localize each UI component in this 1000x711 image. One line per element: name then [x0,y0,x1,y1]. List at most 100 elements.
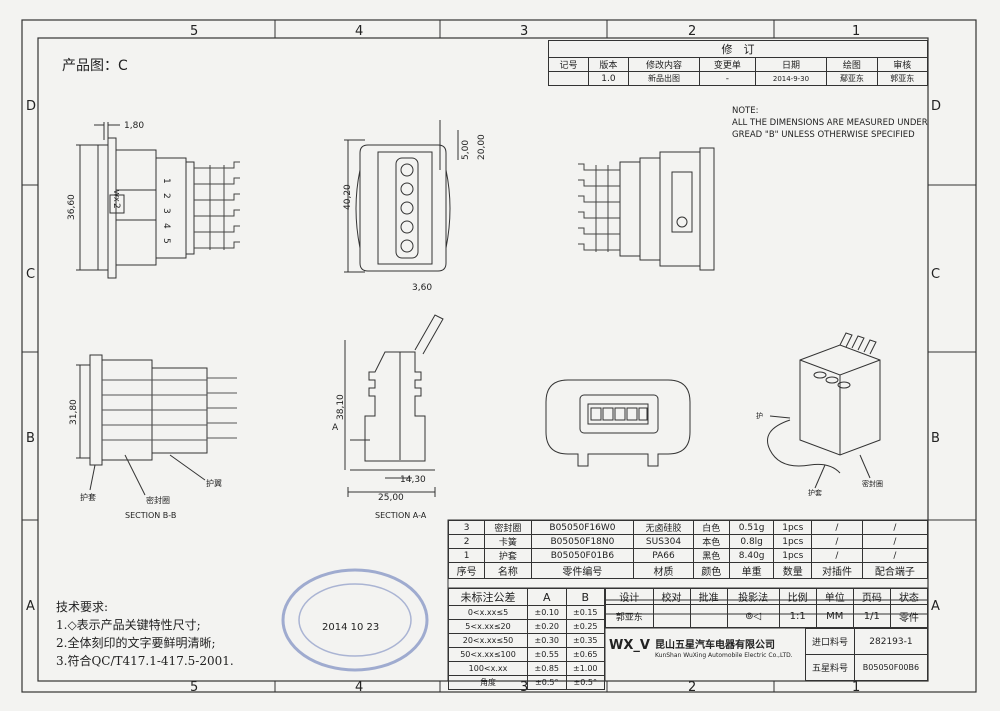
tol-range-2: 5<x.xx≤20 [447,619,529,634]
dim-36-60: 36,60 [67,194,77,220]
grid-left-d: D [26,99,36,114]
label-huyi-short: 护 [756,411,763,420]
tb-designer: 郭亚东 [605,604,654,628]
label-seal-iso: 密封圈 [862,479,883,488]
tb-h-scale: 比例 [778,588,817,605]
dim-20-00: 20,00 [477,134,487,160]
bom-1-mate: / [811,548,863,563]
rev-h-change: 变更单 [699,57,756,72]
bom-2-mate: / [811,534,863,549]
grid-bottom-5: 5 [190,680,198,695]
pin-1: 1 [161,178,171,184]
grid-right-a: A [931,599,940,614]
grid-left-c: C [26,267,35,282]
bom-header-row: 序号 名称 零件编号 材质 颜色 单重 数量 对插件 配合端子 [447,562,929,579]
outer-border [21,19,977,693]
bom-1-part: B05050F01B6 [530,548,635,563]
side-view-top [76,122,240,279]
company-name-cn: 昆山五星汽车电器有限公司 [655,640,775,651]
bom-3-part: B05050F16W0 [530,520,635,535]
pin-3: 3 [161,208,171,214]
grid-ticks [22,20,976,692]
company-logo: WX_V [609,638,650,653]
req-item-2: 2.全体刻印的文字要鲜明清晰; [56,636,216,650]
technical-requirements: 技术要求: 1.◇表示产品关键特性尺寸; 2.全体刻印的文字要鲜明清晰; 3.符… [56,598,234,670]
bom-1-terminal: / [861,548,929,563]
dim-14-30: 14,30 [400,475,426,485]
grid-right-c: C [931,267,940,282]
approval-stamp [281,568,429,672]
rev-h-draw: 绘图 [826,57,878,72]
dim-38-10: 38,10 [336,394,346,420]
bom-h-material: 材质 [633,562,694,579]
dim-1-80: 1,80 [124,121,144,131]
bom-row-1: 1 护套 B05050F01B6 PA66 黑色 8.40g 1pcs / / [447,548,929,563]
revision-title: 修 订 [548,40,928,58]
import-label: 进口料号 [805,628,855,655]
pin-4: 4 [161,223,171,229]
bom-3-weight: 0.51g [728,520,775,535]
bom-1-material: PA66 [633,548,694,563]
label-husi: 护套 [80,492,96,502]
rev-h-date: 日期 [754,57,828,72]
rev-content: 新品出图 [627,71,701,86]
note-line-2: ALL THE DIMENSIONS ARE MEASURED UNDER [732,118,928,128]
label-mifengquan: 密封圈 [146,495,170,505]
rev-version: 1.0 [587,71,629,86]
rev-h-mark: 记号 [548,57,589,72]
grid-right-d: D [931,99,941,114]
tol-a-4: ±0.55 [527,647,567,662]
tol-b-6: ±0.5° [565,675,605,690]
section-a-a [344,314,444,497]
bom-h-qty: 数量 [773,562,813,579]
bom-3-mate: / [811,520,863,535]
wuxing-label: 五星料号 [805,654,855,681]
section-b-b [76,354,237,496]
tb-h-projection: 投影法 [726,588,780,605]
bom-h-weight: 单重 [728,562,775,579]
req-item-1: 1.◇表示产品关键特性尺寸; [56,618,201,632]
dim-3-60: 3,60 [412,283,432,293]
bom-table: 3 密封圈 B05050F16W0 无卤硅胶 白色 0.51g 1pcs / /… [447,520,929,579]
rev-h-check: 审核 [876,57,929,72]
tol-range-6: 角度 [447,675,529,690]
tol-title: 未标注公差 [447,588,529,606]
dim-25-00: 25,00 [378,493,404,503]
tol-b-1: ±0.15 [565,605,605,620]
pin-5: 5 [161,238,171,244]
tolerance-table: 未标注公差 A B 0<x.xx≤5±0.10±0.15 5<x.xx≤20±0… [447,588,605,690]
mark-2: 2 [111,203,121,209]
tb-h-unit: 单位 [815,588,854,605]
bom-3-terminal: / [861,520,929,535]
rev-checker: 郭亚东 [876,71,929,86]
grid-top-2: 2 [688,24,696,39]
tb-unit: MM [815,604,854,628]
bom-2-material: SUS304 [633,534,694,549]
tol-grade-a: A [527,588,567,606]
tol-grade-b: B [565,588,605,606]
note-line-3: GREAD "B" UNLESS OTHERWISE SPECIFIED [732,130,915,140]
tb-scale: 1:1 [778,604,817,628]
req-title: 技术要求: [56,600,109,614]
bom-3-qty: 1pcs [773,520,813,535]
grid-left-b: B [26,431,35,446]
bom-2-part: B05050F18N0 [530,534,635,549]
stamp-date: 2014 10 23 [322,622,379,633]
dim-40-20: 40,20 [343,184,353,210]
bom-3-no: 3 [447,520,486,535]
wuxing-number: B05050F00B6 [853,654,929,681]
rev-change: - [699,71,756,86]
rev-mark [548,71,589,86]
note-block: NOTE: ALL THE DIMENSIONS ARE MEASURED UN… [732,105,928,141]
tb-approver [689,604,728,628]
note-line-1: NOTE: [732,106,759,116]
company-name-en: KunShan WuXing Automobile Electric Co.,L… [655,652,793,659]
grid-bottom-2: 2 [688,680,696,695]
tb-h-page: 页码 [852,588,891,605]
bom-1-qty: 1pcs [773,548,813,563]
grid-right-b: B [931,431,940,446]
bom-2-weight: 0.8lg [728,534,775,549]
company-block: WX_V 昆山五星汽车电器有限公司 KunShan WuXing Automob… [609,632,804,680]
grid-bottom-1: 1 [852,680,860,695]
section-bb-label: SECTION B-B [125,511,176,520]
